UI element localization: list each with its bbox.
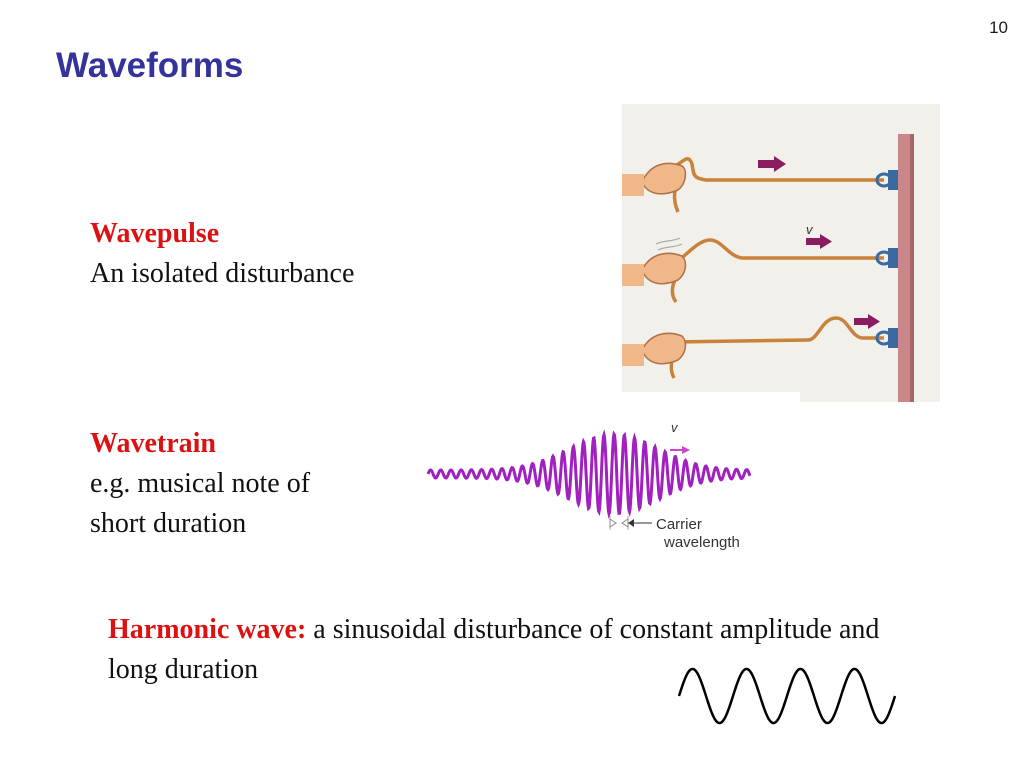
motion-arrow xyxy=(758,156,786,172)
harmonic-heading: Harmonic wave: xyxy=(108,614,307,645)
carrier-caption-line1: Carrier xyxy=(656,516,702,533)
rope-row-1 xyxy=(622,156,898,213)
slide-title: Waveforms xyxy=(56,46,244,85)
wavetrain-wave xyxy=(426,429,752,520)
hand xyxy=(641,162,687,195)
wavetrain-velocity-label: v xyxy=(671,420,679,435)
motion-lines xyxy=(655,237,683,251)
wavetrain-description-line1: e.g. musical note of xyxy=(90,468,311,499)
carrier-wavelength-marker xyxy=(609,516,652,530)
page-number: 10 xyxy=(989,18,1008,37)
wavetrain-velocity-arrow xyxy=(670,446,690,454)
illustration-background-tab xyxy=(800,392,940,402)
motion-arrow xyxy=(806,234,832,249)
wavepulse-illustration: v xyxy=(622,104,940,402)
rope xyxy=(673,316,884,344)
wavetrain-illustration: v Carrier wavelength xyxy=(426,420,752,551)
harmonic-wave-illustration xyxy=(677,667,897,725)
wall xyxy=(898,134,912,402)
rope-row-2: v xyxy=(622,222,898,304)
carrier-caption-line2: wavelength xyxy=(663,534,740,551)
rope xyxy=(672,238,884,266)
rope xyxy=(673,157,884,182)
harmonic-description: a sinusoidal disturbance of constant amp… xyxy=(108,614,880,685)
hand xyxy=(641,252,687,285)
wavepulse-section: Wavepulse An isolated disturbance xyxy=(90,214,450,294)
motion-arrow xyxy=(854,314,880,329)
rope-row-3 xyxy=(622,314,898,379)
wavetrain-heading: Wavetrain xyxy=(90,428,216,459)
harmonic-section: Harmonic wave: a sinusoidal disturbance … xyxy=(108,610,888,690)
hand xyxy=(641,332,687,365)
wavepulse-heading: Wavepulse xyxy=(90,218,220,249)
harmonic-wave xyxy=(677,667,897,725)
wavetrain-section: Wavetrain e.g. musical note of short dur… xyxy=(90,424,410,544)
wavetrain-description-line2: short duration xyxy=(90,508,247,539)
wavepulse-description: An isolated disturbance xyxy=(90,258,355,289)
velocity-label: v xyxy=(806,222,814,237)
